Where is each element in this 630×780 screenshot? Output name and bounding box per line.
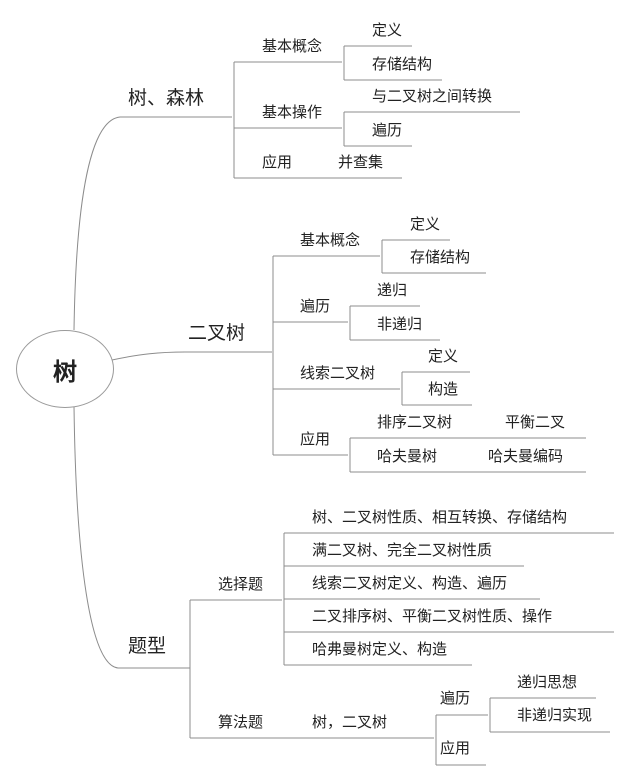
problems-choice: 选择题: [218, 575, 264, 593]
branch-problems: 题型: [128, 635, 167, 657]
choice-item: 线索二叉树定义、构造、遍历: [312, 574, 508, 592]
binary-threaded-construct: 构造: [428, 380, 459, 398]
binary-threaded-definition: 定义: [428, 347, 459, 365]
choice-item: 满二叉树、完全二叉树性质: [312, 541, 493, 559]
binary-application-huffman: 哈夫曼树: [377, 447, 438, 465]
binary-concepts: 基本概念: [300, 231, 361, 249]
binary-application: 应用: [300, 430, 331, 448]
trees-application: 应用: [262, 153, 293, 171]
trees-concepts-storage: 存储结构: [372, 55, 433, 73]
trees-operations-convert: 与二叉树之间转换: [372, 87, 493, 105]
algorithm-topic: 树，二叉树: [312, 713, 388, 731]
branch-curve-binary: [111, 351, 272, 361]
choice-item: 哈弗曼树定义、构造: [312, 640, 448, 658]
branch-trees-forest: 树、森林: [128, 87, 205, 109]
trees-concepts-definition: 定义: [372, 21, 403, 39]
root-label: 树: [53, 357, 77, 386]
trees-concepts: 基本概念: [262, 37, 323, 55]
binary-traversal-recursive: 递归: [377, 281, 408, 299]
choice-item: 树、二叉树性质、相互转换、存储结构: [312, 508, 568, 526]
algorithm-application: 应用: [440, 739, 471, 757]
problems-algorithm: 算法题: [218, 713, 264, 731]
trees-operations: 基本操作: [262, 103, 323, 121]
algorithm-traverse-recursive-idea: 递归思想: [517, 673, 578, 691]
binary-threaded: 线索二叉树: [300, 364, 376, 382]
algorithm-traverse: 遍历: [440, 689, 471, 707]
binary-traversal: 遍历: [300, 297, 331, 315]
branch-binary-tree: 二叉树: [188, 322, 246, 344]
root-node: 树: [16, 330, 114, 408]
choice-item: 二叉排序树、平衡二叉树性质、操作: [312, 607, 553, 625]
branch-curve-trees: [73, 116, 232, 331]
trees-operations-traverse: 遍历: [372, 121, 403, 139]
binary-application-huffman-code: 哈夫曼编码: [488, 447, 564, 465]
trees-application-union-find: 并查集: [338, 153, 384, 171]
binary-concepts-storage: 存储结构: [410, 248, 471, 266]
binary-traversal-nonrecursive: 非递归: [377, 315, 423, 333]
binary-application-bst: 排序二叉树: [377, 413, 453, 431]
binary-concepts-definition: 定义: [410, 215, 441, 233]
branch-curve-problems: [73, 405, 190, 669]
algorithm-traverse-nonrecursive-impl: 非递归实现: [517, 706, 593, 724]
binary-application-balanced: 平衡二叉: [505, 413, 566, 431]
